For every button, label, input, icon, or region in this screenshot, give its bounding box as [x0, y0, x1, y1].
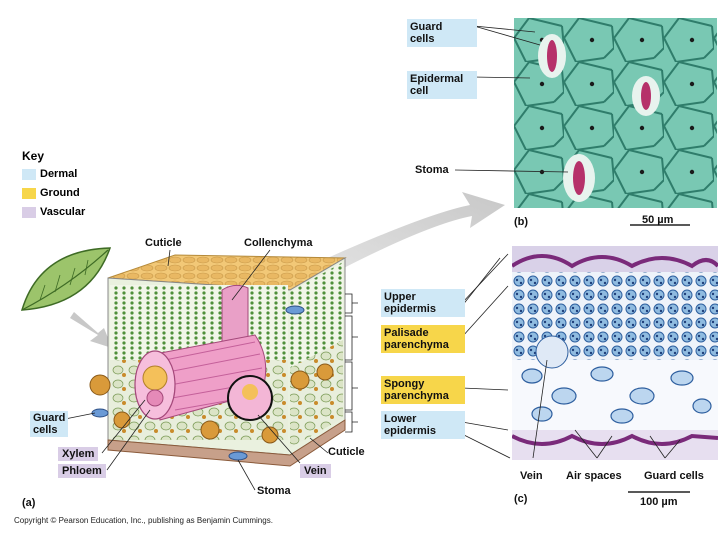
leaf-icon	[22, 248, 110, 310]
label-spongy-parenchyma: Spongy parenchyma	[381, 376, 465, 404]
label-palisade-line2: parenchyma	[384, 339, 462, 351]
label-spongy-line1: Spongy	[384, 378, 462, 390]
label-lower-epidermis: Lower epidermis	[381, 411, 465, 439]
label-lower-epidermis-line2: epidermis	[384, 425, 462, 437]
label-vein-a: Vein	[300, 464, 331, 478]
label-lower-epidermis-line1: Lower	[384, 413, 462, 425]
label-phloem: Phloem	[58, 464, 106, 478]
micrograph-cross-section	[512, 246, 718, 460]
label-cuticle-bottom: Cuticle	[328, 446, 365, 458]
panel-label-b: (b)	[514, 216, 528, 228]
label-guard-cells-b-line1: Guard	[410, 21, 474, 33]
leaf-cross-section	[90, 255, 345, 466]
label-vein-c: Vein	[520, 470, 543, 482]
scale-bar-c: 100 µm	[640, 496, 678, 508]
label-epidermal-cell: Epidermal cell	[407, 71, 477, 99]
label-cuticle-top: Cuticle	[145, 237, 182, 249]
label-guard-cells-b: Guard cells	[407, 19, 477, 47]
label-air-spaces: Air spaces	[566, 470, 622, 482]
label-guard-cells: Guard cells	[30, 411, 68, 437]
label-palisade-line1: Palisade	[384, 327, 462, 339]
label-guard-cells-b-line2: cells	[410, 33, 474, 45]
label-xylem: Xylem	[58, 447, 98, 461]
scale-bar-b: 50 µm	[642, 214, 673, 226]
label-upper-epidermis-line2: epidermis	[384, 303, 462, 315]
label-epidermal-line1: Epidermal	[410, 73, 474, 85]
label-spongy-line2: parenchyma	[384, 390, 462, 402]
label-palisade-parenchyma: Palisade parenchyma	[381, 325, 465, 353]
copyright-text: Copyright © Pearson Education, Inc., pub…	[14, 516, 273, 525]
label-stoma-a: Stoma	[257, 485, 291, 497]
label-upper-epidermis: Upper epidermis	[381, 289, 465, 317]
label-guard-cells-c: Guard cells	[644, 470, 704, 482]
label-guard-cells-line1: Guard	[33, 412, 65, 424]
layer-to-micrograph-lines	[462, 254, 510, 458]
label-upper-epidermis-line1: Upper	[384, 291, 462, 303]
label-guard-cells-line2: cells	[33, 424, 65, 436]
panel-label-c: (c)	[514, 493, 527, 505]
label-stoma-b: Stoma	[415, 164, 449, 176]
micrograph-epidermis	[514, 18, 717, 208]
panel-label-a: (a)	[22, 497, 35, 509]
label-collenchyma: Collenchyma	[244, 237, 312, 249]
label-epidermal-line2: cell	[410, 85, 474, 97]
